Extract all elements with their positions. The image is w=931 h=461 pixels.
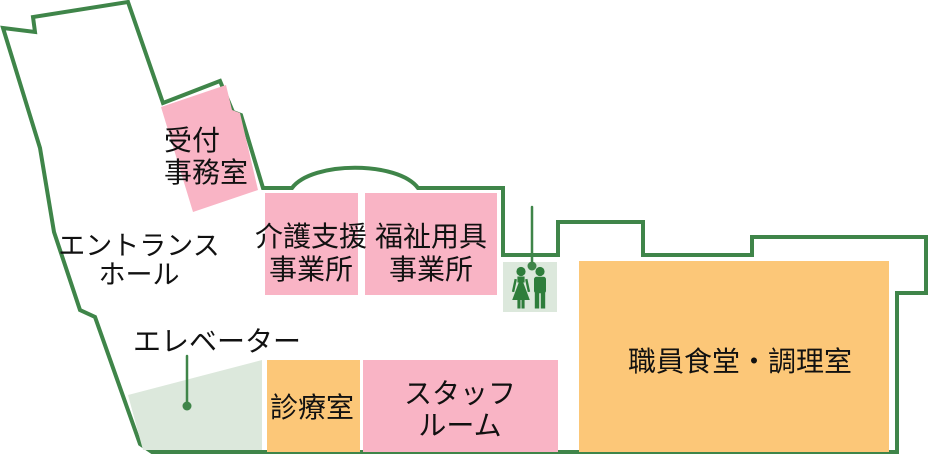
room-welfare-equipment: [365, 193, 497, 295]
cafeteria-label: 職員食堂・調理室: [628, 345, 852, 378]
room-restroom: [503, 262, 557, 312]
restroom-pointer-dot: [527, 261, 537, 271]
room-cafeteria: [579, 261, 889, 452]
reception-label-line2: 事務室: [164, 156, 248, 189]
room-clinic: [267, 360, 360, 452]
room-reception: [161, 85, 258, 212]
elevator-label: エレベーター: [133, 325, 301, 358]
restroom-icon: [511, 266, 546, 309]
room-care-support: [265, 193, 358, 295]
clinic-label: 診療室: [270, 391, 354, 424]
entrance-hall-label-line1: エントランス: [58, 231, 219, 262]
reception-label-line1: 受付: [164, 124, 220, 157]
entrance-hall-label-line2: ホール: [99, 260, 180, 291]
welfare-equipment-label-line1: 福祉用具: [375, 220, 487, 253]
elevator-pointer-dot: [182, 401, 192, 411]
care-support-label-line2: 事業所: [269, 253, 353, 286]
staff-room-label-line2: ルーム: [418, 409, 501, 442]
labels: 受付 事務室 エントランス ホール 介護支援 事業所 福祉用具 事業所 エレベー…: [58, 124, 852, 442]
area-elevator: [128, 360, 262, 450]
staff-room-label-line1: スタッフ: [404, 377, 516, 410]
care-support-label-line1: 介護支援: [255, 220, 367, 253]
welfare-equipment-label-line2: 事業所: [389, 253, 473, 286]
man-icon: [534, 266, 546, 309]
woman-icon: [511, 266, 531, 309]
elevator-pointer: [182, 354, 192, 411]
restroom-pointer: [527, 205, 537, 271]
room-staff-room: [363, 360, 558, 452]
